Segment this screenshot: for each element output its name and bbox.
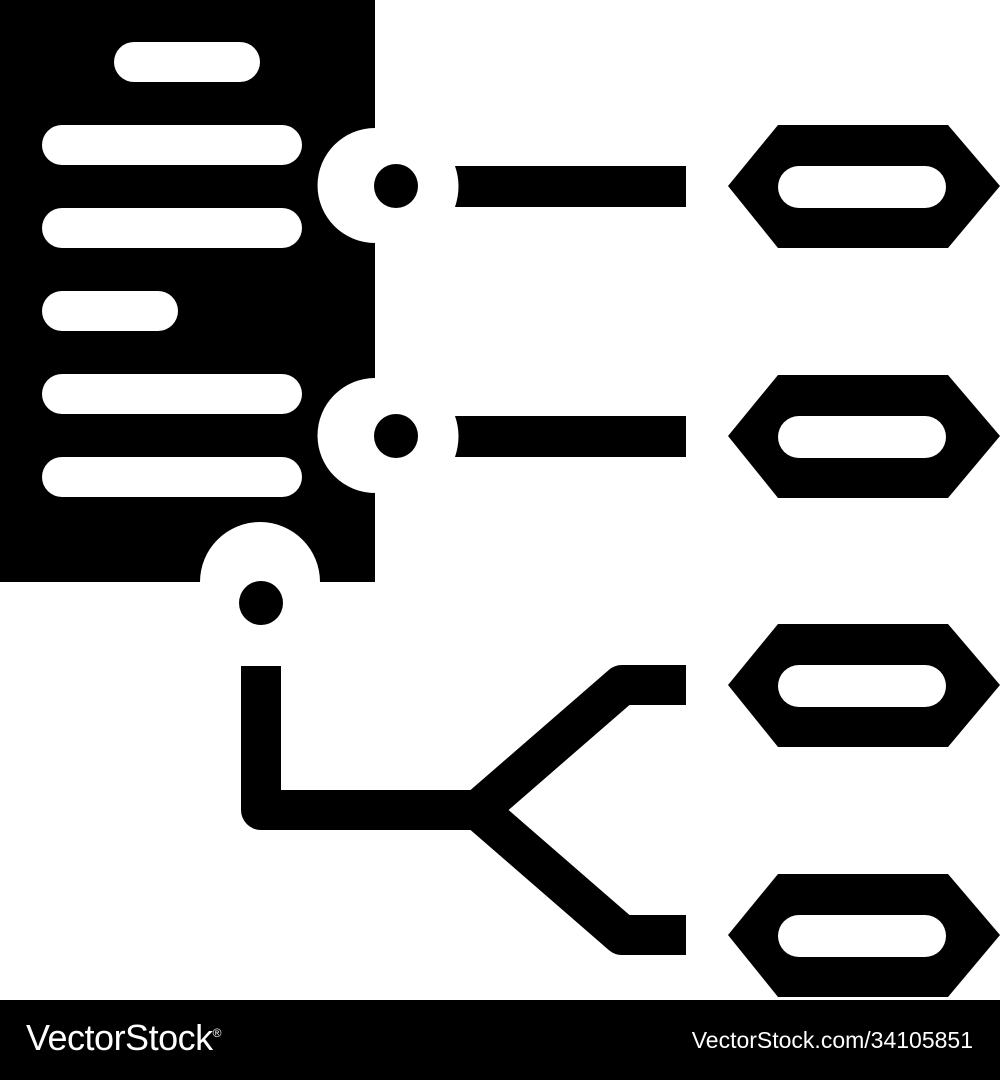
branch-connector — [241, 662, 686, 955]
text-line-heading — [114, 42, 260, 82]
watermark-footer-bar: VectorStock® VectorStock.com/34105851 — [0, 1000, 1000, 1080]
brand-name: VectorStock — [26, 1017, 213, 1058]
branch-connector-cap — [241, 660, 281, 666]
document-structure-icon — [0, 0, 1000, 997]
output-node-3 — [728, 624, 1000, 747]
glyph-icon-area — [0, 0, 1000, 997]
output-node-4 — [728, 874, 1000, 997]
output-node-2 — [728, 375, 1000, 498]
connector-dot-2 — [374, 414, 418, 458]
text-line — [42, 125, 302, 165]
connector-line-2 — [455, 416, 686, 457]
connection-dots — [239, 164, 418, 625]
brand-logo: VectorStock® — [26, 1017, 221, 1059]
connector-line-1 — [455, 166, 686, 207]
text-line — [42, 457, 302, 497]
connector-dot-3 — [239, 581, 283, 625]
text-line — [42, 208, 302, 248]
output-node-1 — [728, 125, 1000, 248]
text-line — [42, 374, 302, 414]
registered-mark: ® — [212, 1026, 222, 1040]
connector-dot-1 — [374, 164, 418, 208]
document-text-lines — [42, 42, 302, 497]
output-nodes — [728, 125, 1000, 997]
text-line-short — [42, 291, 178, 331]
image-credit: VectorStock.com/34105851 — [691, 1027, 973, 1053]
